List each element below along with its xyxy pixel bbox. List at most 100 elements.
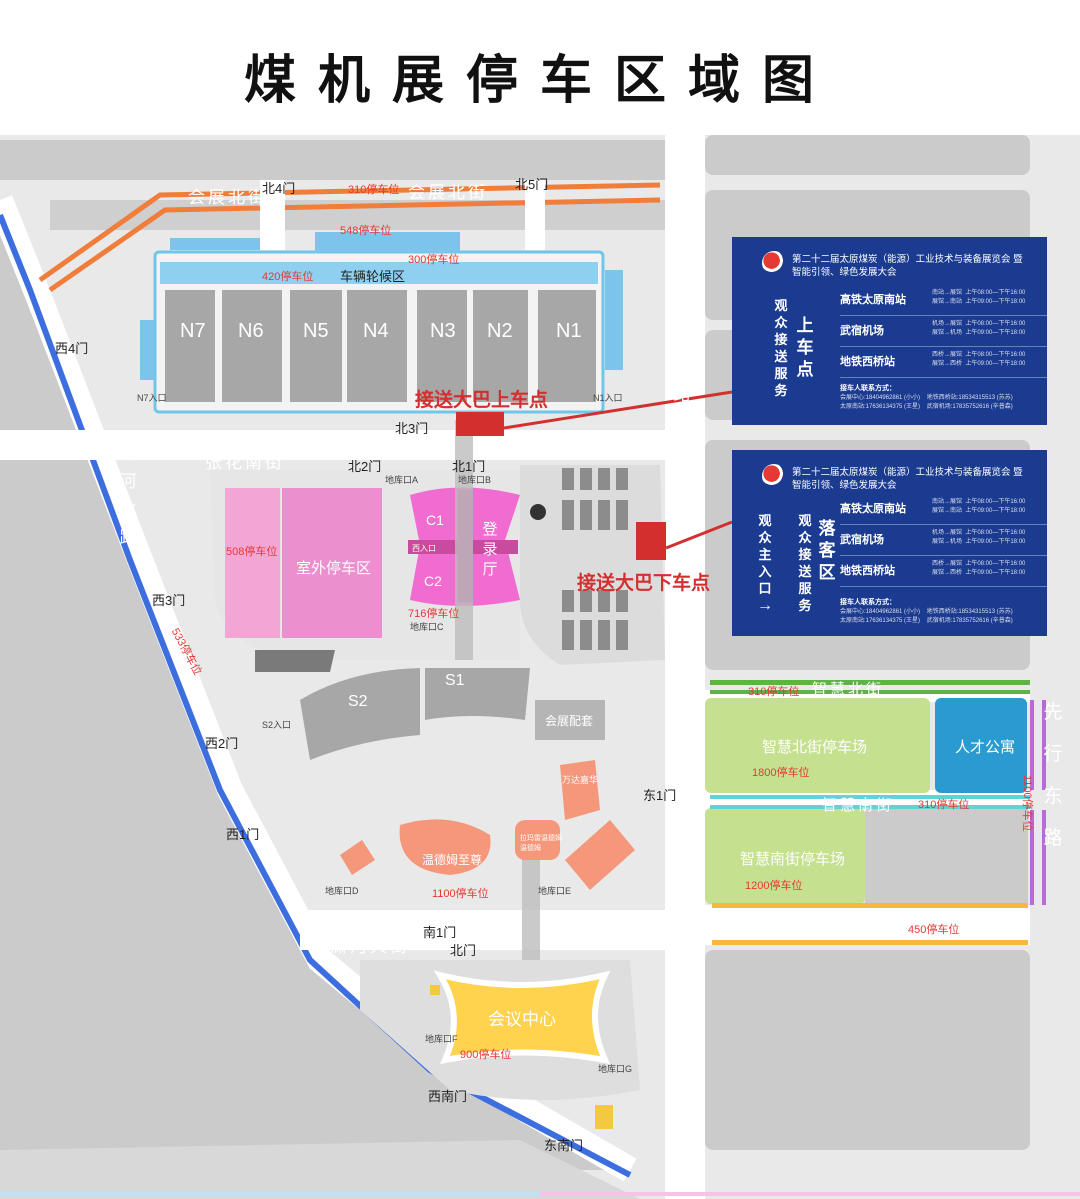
area-peitao: 会展配套 xyxy=(545,714,594,728)
parking-420: 420停车位 xyxy=(262,271,314,283)
area-s2: S2 xyxy=(348,693,368,710)
road-xianxing-1: 先行路 xyxy=(673,329,691,404)
expo-logo-icon xyxy=(762,251,786,275)
gate-west4: 西4门 xyxy=(55,341,89,356)
parking-1800: 1800停车位 xyxy=(752,767,810,779)
street-zhihui-north: 智慧北街 xyxy=(812,681,885,698)
garage-f: 地库口F xyxy=(425,1034,458,1044)
area-wanda: 万达嘉华 xyxy=(562,775,599,785)
conference-center: 会议中心 xyxy=(488,1010,556,1029)
bus-pickup-marker xyxy=(456,412,504,436)
parking-716: 716停车位 xyxy=(408,608,460,620)
garage-d: 地库口D xyxy=(325,886,359,896)
street-huizhan-north: 会展北街 xyxy=(188,188,268,207)
gate-north: 北门 xyxy=(450,943,477,958)
parking-1100: 1100停车位 xyxy=(432,888,489,900)
street-zhanghua-south-1: 张花南街 xyxy=(205,453,285,472)
gate-south1: 南1门 xyxy=(423,925,457,940)
page-title: 煤机展停车区域图 xyxy=(243,52,836,110)
tire-area-label: 车辆轮候区 xyxy=(340,269,406,284)
street-huizhan-north-2: 会展北街 xyxy=(408,183,488,202)
garage-e: 地库口E xyxy=(538,886,572,896)
panel-side-big: 上车点 xyxy=(796,316,814,379)
panel-header: 第二十二届太原煤炭（能源）工业技术与装备展览会 暨智能引领、绿色发展大会 xyxy=(792,254,1023,278)
panel-side-small: 观众接送服务 xyxy=(774,298,788,398)
parking-310-zhihui-north: 310停车位 xyxy=(748,686,800,698)
stop-row: 武宿机场机场→展馆 上午08:00—下午16:00 展馆→机场 上午09:00—… xyxy=(840,318,1050,347)
area-wyndham: 温德姆至尊 xyxy=(422,853,483,867)
parking-1100-east: 1100停车位 xyxy=(1021,775,1033,832)
stop-row: 武宿机场机场→展馆 上午08:00—下午16:00 展馆→机场 上午09:00—… xyxy=(840,527,1050,556)
west-entry: 西入口 xyxy=(412,544,436,553)
hall-n4: N4 xyxy=(363,320,389,342)
road-xianxing-3: 先行路 xyxy=(673,964,691,1039)
bus-pickup-label: 接送大巴上车点 xyxy=(415,390,549,411)
road-xianxing-east: 先行东路 xyxy=(1043,702,1063,849)
road-xiaohe-north: 潇河北路 xyxy=(119,444,137,547)
hall-n5: N5 xyxy=(303,320,329,342)
stop-row: 地铁西桥站西桥→展馆 上午08:00—下午16:00 展馆→西桥 上午09:00… xyxy=(840,349,1050,378)
gate-west3: 西3门 xyxy=(152,593,186,608)
gate-southeast: 东南门 xyxy=(544,1138,584,1153)
area-ramada: 拉玛雷温德姆温德姆 xyxy=(520,835,562,852)
zhihui-north-lot: 智慧北街停车场 xyxy=(762,739,868,756)
panel-side-big: 落客区 xyxy=(818,519,836,582)
hall-n7: N7 xyxy=(180,320,206,342)
bus-dropoff-marker xyxy=(636,522,666,560)
area-s1: S1 xyxy=(445,672,465,689)
parking-508: 508停车位 xyxy=(226,546,278,558)
garage-b: 地库口B xyxy=(458,475,492,485)
gate-north1: 北1门 xyxy=(452,459,486,474)
s2-entry: S2入口 xyxy=(262,720,292,730)
arrow-right-icon: → xyxy=(757,597,773,614)
east-lot-rows xyxy=(562,468,628,650)
gate-north5: 北5门 xyxy=(515,177,549,192)
panel-header: 第二十二届太原煤炭（能源）工业技术与装备展览会 暨智能引领、绿色发展大会 xyxy=(792,467,1023,491)
talent-apartment: 人才公寓 xyxy=(955,739,1016,756)
street-xiaohe-1: 潇河大街 xyxy=(330,937,410,956)
stop-row: 地铁西桥站西桥→展馆 上午08:00—下午16:00 展馆→西桥 上午09:00… xyxy=(840,558,1050,587)
gate-east1: 东1门 xyxy=(643,788,677,803)
hall-n6: N6 xyxy=(238,320,264,342)
contact-block: 接车人联系方式：会展中心:18404962861 (小小) 地铁西桥站:1853… xyxy=(840,599,1013,624)
parking-300: 300停车位 xyxy=(408,254,460,266)
pickup-info-panel: 第二十二届太原煤炭（能源）工业技术与装备展览会 暨智能引领、绿色发展大会 观众接… xyxy=(732,237,1050,425)
parking-548: 548停车位 xyxy=(340,225,392,237)
hall-blocks xyxy=(165,290,596,402)
area-c2: C2 xyxy=(424,573,442,589)
gate-southwest: 西南门 xyxy=(428,1089,468,1104)
gate-north4: 北4门 xyxy=(262,181,296,196)
street-xiaohe-2: 潇河大街 xyxy=(548,933,628,952)
parking-900: 900停车位 xyxy=(460,1049,512,1061)
garage-g: 地库口G xyxy=(598,1064,633,1074)
n1-entry: N1入口 xyxy=(593,393,623,403)
contact-block: 接车人联系方式：会展中心:18404962861 (小小) 地铁西桥站:1853… xyxy=(840,385,1013,410)
expo-logo-icon xyxy=(762,464,786,488)
parking-1200: 1200停车位 xyxy=(745,880,803,892)
street-zhanghua-south-2: 张花南街 xyxy=(547,440,627,459)
parking-310-north: 310停车位 xyxy=(348,184,400,196)
garage-c: 地库口C xyxy=(410,622,444,632)
hall-n1: N1 xyxy=(556,320,582,342)
gate-north3: 北3门 xyxy=(395,421,429,436)
stop-row: 高铁太原南站南站→展馆 上午08:00—下午16:00 展馆→南站 上午09:0… xyxy=(840,496,1050,525)
zhihui-south-lot: 智慧南街停车场 xyxy=(740,851,846,868)
area-c1: C1 xyxy=(426,512,444,528)
gate-west2: 西2门 xyxy=(205,736,239,751)
road-orange-north xyxy=(38,182,661,283)
panel-side-small: 观众接送服务 xyxy=(798,513,812,613)
login-hall: 登录厅 xyxy=(482,521,498,578)
street-xiaohe-3: 潇河大街 xyxy=(812,923,892,942)
road-xianxing-2: 先行路 xyxy=(673,629,691,704)
panel-main-entry: 观众主入口 → xyxy=(757,513,773,614)
bus-dropoff-label: 接送大巴下车点 xyxy=(577,573,711,594)
parking-310-zhihui-south: 310停车位 xyxy=(918,799,970,811)
hall-n3: N3 xyxy=(430,320,456,342)
n7-entry: N7入口 xyxy=(137,393,167,403)
hall-n2: N2 xyxy=(487,320,513,342)
dropoff-info-panel: 第二十二届太原煤炭（能源）工业技术与装备展览会 暨智能引领、绿色发展大会 观众主… xyxy=(732,450,1050,636)
parking-450: 450停车位 xyxy=(908,924,960,936)
gate-north2: 北2门 xyxy=(348,459,382,474)
stop-row: 高铁太原南站南站→展馆 上午08:00—下午16:00 展馆→南站 上午09:0… xyxy=(840,287,1050,316)
outdoor-lot-label: 室外停车区 xyxy=(296,560,372,577)
